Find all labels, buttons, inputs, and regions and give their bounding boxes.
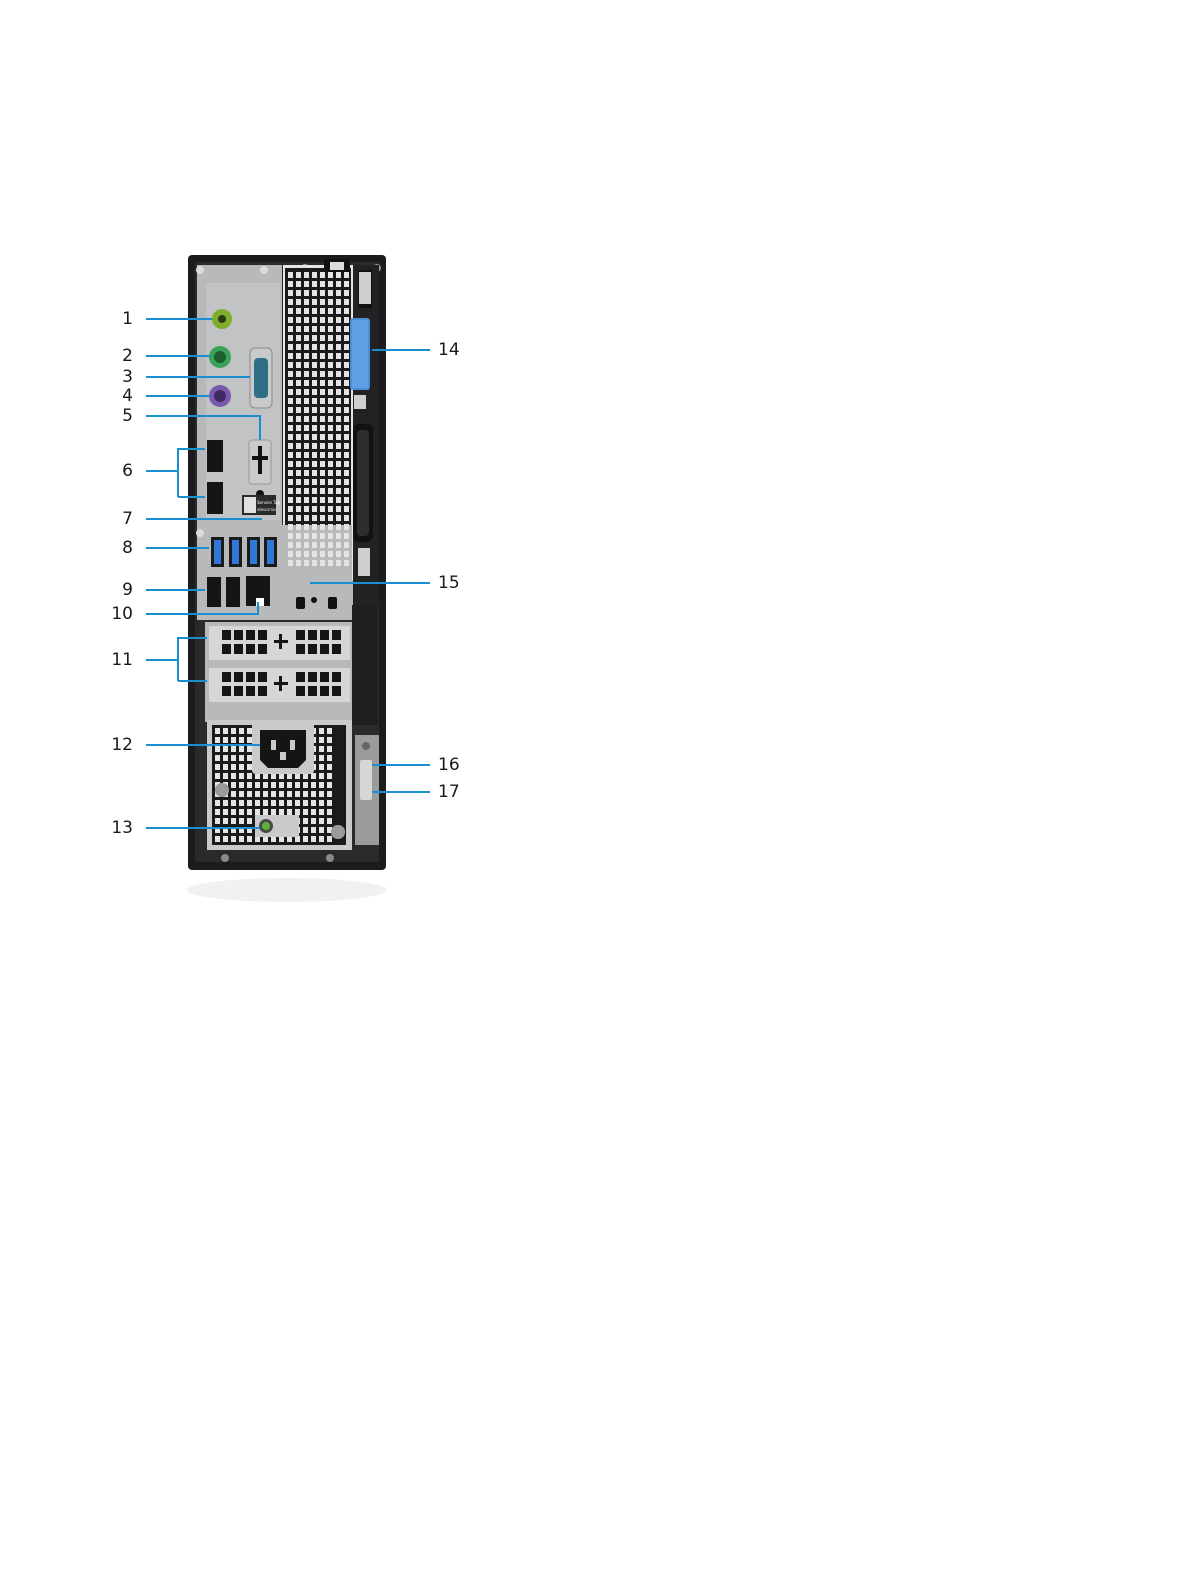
antenna-connectors — [285, 580, 353, 620]
callout-15: 15 — [438, 573, 468, 593]
callout-9: 9 — [103, 580, 133, 600]
callout-12: 12 — [103, 735, 133, 755]
callout-11: 11 — [103, 650, 133, 670]
ps2-keyboard-port — [209, 385, 231, 407]
service-tag-line2: SERVICETAG — [257, 508, 277, 512]
callout-5: 5 — [103, 406, 133, 426]
callout-14: 14 — [438, 340, 468, 360]
service-tag-line1: Service Tag — [257, 500, 280, 505]
callout-16: 16 — [438, 755, 468, 775]
callout-8: 8 — [103, 538, 133, 558]
service-tag-label: Service Tag SERVICETAG — [242, 495, 280, 515]
callout-13: 13 — [103, 818, 133, 838]
callout-2: 2 — [103, 346, 133, 366]
serial-port — [250, 348, 272, 408]
callout-7: 7 — [103, 509, 133, 529]
expansion-slots — [205, 605, 378, 725]
callout-3: 3 — [103, 367, 133, 387]
callout-17: 17 — [438, 782, 468, 802]
callout-10: 10 — [103, 604, 133, 624]
network-port — [246, 576, 270, 606]
callout-4: 4 — [103, 386, 133, 406]
audio-port — [212, 309, 232, 329]
callout-6: 6 — [103, 461, 133, 481]
ps2-mouse-port — [209, 346, 231, 368]
callout-1: 1 — [103, 309, 133, 329]
